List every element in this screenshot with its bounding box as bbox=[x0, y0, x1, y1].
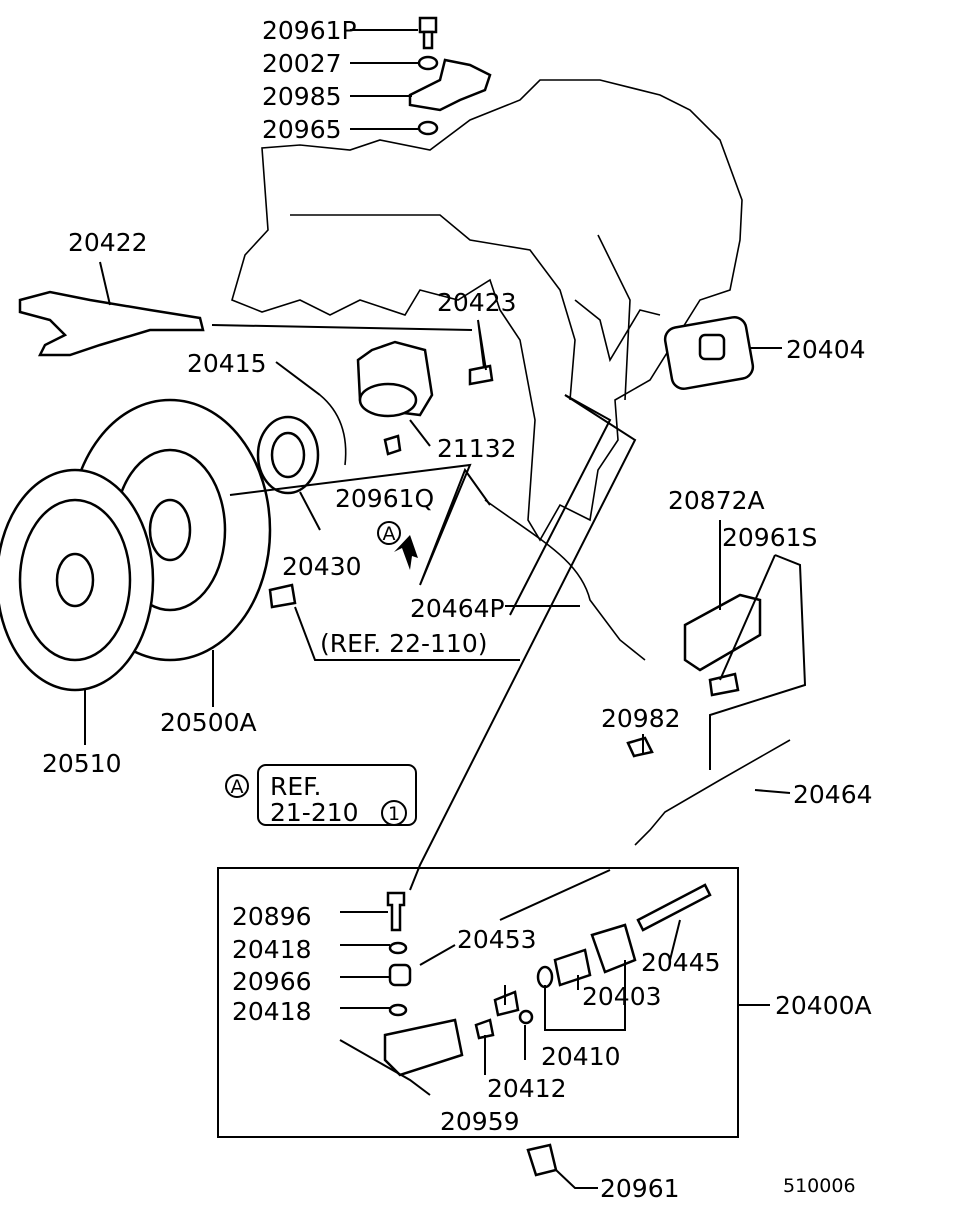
transmission-case bbox=[231, 79, 743, 542]
part-number-label: 20959 bbox=[440, 1107, 520, 1136]
part-number-label: 20464P bbox=[410, 594, 505, 623]
clip-20415 bbox=[319, 394, 347, 466]
spring bbox=[474, 1018, 495, 1040]
bolt-20961 bbox=[526, 1143, 558, 1177]
view-marker-label: A bbox=[383, 523, 396, 545]
part-number-label: 20404 bbox=[786, 335, 866, 364]
part-number-label: 20412 bbox=[487, 1074, 567, 1103]
part-number-label: 20422 bbox=[68, 228, 148, 257]
part-labels: 20961P 20027 20985 20965 20422 20423 20404 2041… bbox=[42, 16, 873, 1203]
circled-number bbox=[381, 800, 407, 826]
part-number-label: 20430 bbox=[282, 552, 362, 581]
part-number-label: 20965 bbox=[262, 115, 342, 144]
sleeve bbox=[358, 382, 418, 418]
part-number-label: 20464 bbox=[793, 780, 873, 809]
piston-20403 bbox=[553, 948, 592, 987]
release-fork-20422 bbox=[18, 290, 205, 357]
part-number-label: 20423 bbox=[437, 288, 517, 317]
release-cylinder-20959 bbox=[383, 1018, 464, 1077]
part-number-label: 20418 bbox=[232, 997, 312, 1026]
part-number-label: 20896 bbox=[232, 902, 312, 931]
part-number-label: 20410 bbox=[541, 1042, 621, 1071]
part-number-label: 21132 bbox=[437, 434, 517, 463]
gasket-20418-lower bbox=[388, 1003, 408, 1017]
ring-20412 bbox=[518, 1009, 534, 1025]
part-number-label: 20403 bbox=[582, 982, 662, 1011]
washer-20965 bbox=[417, 120, 439, 136]
union-20966 bbox=[388, 963, 412, 987]
cup-20410 bbox=[536, 965, 554, 989]
part-number-label: 20982 bbox=[601, 704, 681, 733]
part-number-label: 20872A bbox=[668, 486, 765, 515]
pipe-20464 bbox=[634, 739, 791, 846]
pipe-20464P bbox=[484, 499, 646, 661]
part-number-label: 20027 bbox=[262, 49, 342, 78]
boot-20403 bbox=[590, 923, 637, 974]
bolt-20961P bbox=[418, 16, 438, 50]
bracket-20872A bbox=[683, 593, 762, 672]
gasket-20418-upper bbox=[388, 941, 408, 955]
part-number-label: 20510 bbox=[42, 749, 122, 778]
part-number-label: 20961P bbox=[262, 16, 357, 45]
bracket-20985 bbox=[408, 58, 492, 112]
part-number-label: 20445 bbox=[641, 948, 721, 977]
bolt-20961S bbox=[708, 672, 740, 697]
part-number-label: 20453 bbox=[457, 925, 537, 954]
bolt-ref bbox=[268, 583, 297, 609]
part-number-label: 20418 bbox=[232, 935, 312, 964]
bearing-inner bbox=[270, 431, 306, 479]
push-rod-20445 bbox=[636, 883, 712, 932]
part-number-label: 20961S bbox=[722, 523, 817, 552]
bolt-20961Q bbox=[383, 434, 402, 456]
diagram-code: 510006 bbox=[783, 1175, 856, 1197]
part-number-label: 20985 bbox=[262, 82, 342, 111]
release-cylinder-assembly-box bbox=[217, 867, 739, 1138]
ref-marker-label: A bbox=[231, 776, 244, 798]
ref-box-line1: REF. bbox=[270, 772, 321, 801]
pivot-20423 bbox=[468, 364, 494, 386]
clip-20982 bbox=[626, 736, 654, 758]
part-number-label: 20415 bbox=[187, 349, 267, 378]
ref-box bbox=[257, 764, 417, 826]
bleeder-20453 bbox=[493, 990, 520, 1017]
circled-number-label: 1 bbox=[388, 803, 400, 825]
washer-20027 bbox=[417, 55, 439, 71]
view-arrow-icon bbox=[394, 535, 418, 570]
boot-center bbox=[698, 333, 726, 361]
part-number-label: 20400A bbox=[775, 991, 872, 1020]
clutch-disc-20510 bbox=[0, 468, 155, 692]
view-marker-a: A bbox=[377, 521, 401, 545]
part-number-label: 20961 bbox=[600, 1174, 680, 1203]
bolt-20896 bbox=[386, 891, 406, 932]
ref-marker-a: A bbox=[225, 774, 249, 798]
ref-note: (REF. 22-110) bbox=[320, 629, 487, 658]
part-number-label: 20961Q bbox=[335, 484, 434, 513]
part-number-label: 20966 bbox=[232, 967, 312, 996]
part-number-label: 20500A bbox=[160, 708, 257, 737]
leader-lines bbox=[84, 29, 807, 1189]
ref-box-line2: 21-210 bbox=[270, 798, 359, 827]
